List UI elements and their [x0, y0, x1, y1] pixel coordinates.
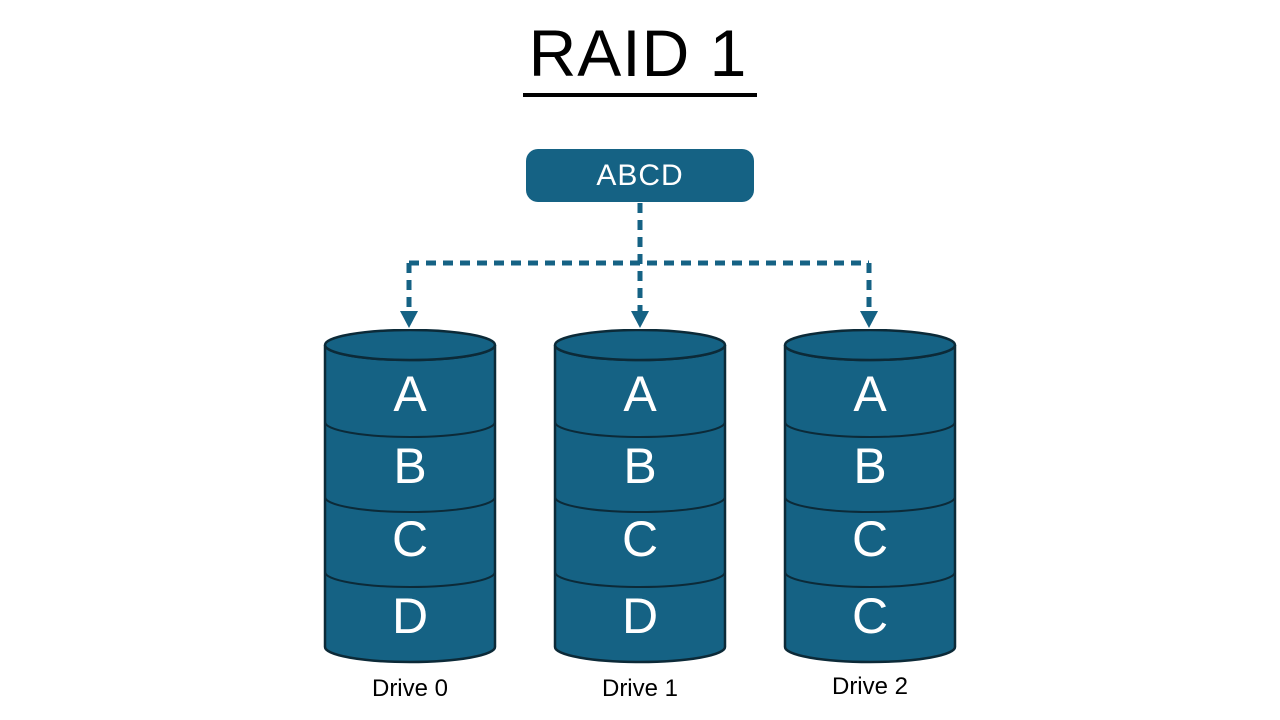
block-label: D	[392, 588, 428, 644]
block-label: C	[852, 588, 888, 644]
arrowhead-icon-center	[631, 311, 649, 328]
block-label: B	[393, 438, 426, 494]
block-label: A	[623, 366, 657, 422]
block-label: C	[622, 511, 658, 567]
data-block: ABCD	[526, 149, 754, 202]
data-block-label: ABCD	[596, 158, 684, 192]
arrowhead-icon-right	[860, 311, 878, 328]
block-label: B	[853, 438, 886, 494]
cylinder-icon: A B C C	[783, 328, 957, 664]
block-label: C	[392, 511, 428, 567]
drive-cylinder-0: A B C D	[322, 328, 498, 667]
block-label: B	[623, 438, 656, 494]
page-title: RAID 1	[0, 20, 1280, 97]
block-label: A	[853, 366, 887, 422]
block-label: D	[622, 588, 658, 644]
drive-label: Drive 1	[601, 675, 679, 702]
arrowhead-icon-left	[400, 311, 418, 328]
cylinder-icon: A B C D	[323, 328, 497, 664]
block-label: C	[852, 511, 888, 567]
block-label: A	[393, 366, 427, 422]
cylinder-icon: A B C D	[553, 328, 727, 664]
diagram-title-text: RAID 1	[522, 20, 758, 97]
drive-cylinder-2: A B C C	[782, 328, 958, 667]
drive-cylinder-1: A B C D	[552, 328, 728, 667]
drive-label: Drive 2	[831, 673, 909, 700]
drive-label: Drive 0	[371, 675, 449, 702]
